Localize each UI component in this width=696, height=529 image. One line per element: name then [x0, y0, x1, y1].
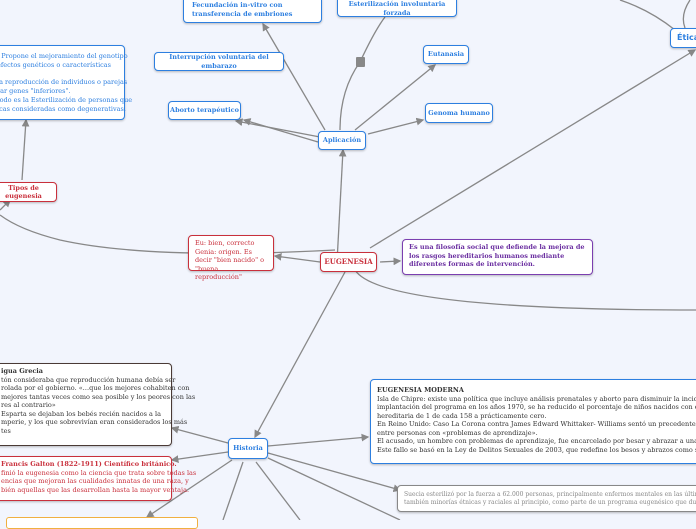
galton-line: bién aquellas que las desarrollan hasta … [1, 485, 190, 494]
moderna-line: El acusado, un hombre con problemas de a… [377, 437, 696, 445]
central-node-eugenesia[interactable]: EUGENESIA [320, 252, 377, 272]
moderna-line: Este fallo se basó en la Ley de Delitos … [377, 445, 696, 454]
moderna-line: hereditaria de 1 de cada 158 a prácticam… [377, 411, 547, 420]
node-eutanasia[interactable]: Eutanasia [423, 45, 469, 64]
grecia-line: tón consideraba que reproducción humana … [1, 375, 176, 384]
collapse-handle[interactable] [356, 57, 365, 67]
aplicacion-label: Aplicación [322, 136, 362, 145]
suecia-line: Suecia esterilizó por la fuerza a 62.000… [404, 491, 696, 498]
definition-node[interactable]: Es una filosofía social que defiende la … [402, 239, 593, 275]
interrupcion-label: Interrupción voluntaria del embarazo [169, 53, 269, 70]
tipos-detail-line [0, 70, 118, 78]
node-genoma[interactable]: Genoma humano [425, 103, 493, 123]
grecia-line: mperie, y los que sobrevivían eran consi… [1, 418, 188, 426]
node-aborto[interactable]: Aborto terapéutico [168, 101, 241, 120]
moderna-line: implantación del programa en los años 19… [377, 403, 696, 411]
tipos-detail-line: la reproducción de individuos o parejas [0, 78, 128, 86]
etica-label: Ética [677, 32, 696, 42]
galton-line: encias que mejoran las cualidades innata… [1, 477, 189, 485]
grecia-line: Esparta se dejaban los bebés recién naci… [1, 409, 161, 418]
tipos-detail-line: todo es la Esterilización de personas qu… [0, 96, 133, 104]
grecia-node[interactable]: igua Grecia tón consideraba que reproduc… [0, 363, 196, 446]
galton-line: finió la eugenesia como la ciencia que t… [1, 468, 197, 477]
moderna-line: entre personas con «problemas de aprendi… [377, 428, 538, 437]
eugenesia-moderna-node[interactable]: EUGENESIA MODERNA Isla de Chipre: existe… [370, 379, 696, 464]
moderna-title: EUGENESIA MODERNA [377, 386, 464, 394]
grecia-line: res al contrario» [1, 401, 56, 409]
tipos-detail-line: rar genes "inferiores". [0, 87, 71, 95]
node-historia[interactable]: Historia [228, 438, 268, 459]
historia-label: Historia [233, 444, 263, 453]
etymology-text: Eu: bien, correcto Genia: origen. Es dec… [195, 239, 265, 281]
fecundacion-label: Fecundación in-vitro con transferencia d… [192, 1, 293, 18]
grecia-title: igua Grecia [1, 367, 43, 375]
galton-title: Francis Galton (1822-1911) Científico br… [1, 460, 177, 468]
esterilizacion-label: Esterilización involuntaria forzada [348, 0, 446, 17]
suecia-node[interactable]: Suecia esterilizó por la fuerza a 62.000… [397, 485, 696, 512]
tipos-detail-line: icas consideradas como degenerativas. [0, 105, 126, 113]
genoma-label: Genoma humano [428, 108, 490, 117]
central-label: EUGENESIA [324, 256, 373, 266]
galton-node[interactable]: Francis Galton (1822-1911) Científico br… [0, 456, 197, 501]
tipos-detail-line: : Propone el mejoramiento del genotipo [0, 52, 128, 60]
aborto-label: Aborto terapéutico [170, 106, 239, 115]
eutanasia-label: Eutanasia [427, 50, 465, 59]
moderna-line: Isla de Chipre: existe una política que … [377, 394, 696, 403]
node-etica[interactable]: Ética [670, 28, 696, 48]
grecia-line: tes [1, 426, 11, 435]
suecia-line: también minorías étnicas y raciales al p… [404, 499, 696, 506]
tipos-detail-line: efectos genéticos o características [0, 61, 111, 69]
node-esterilizacion[interactable]: Esterilización involuntaria forzada [337, 0, 457, 17]
node-aplicacion[interactable]: Aplicación [318, 131, 366, 150]
grecia-line: rolada por el gobierno. «…que los mejore… [1, 384, 190, 392]
node-fecundacion[interactable]: Fecundación in-vitro con transferencia d… [183, 0, 322, 23]
etymology-node[interactable]: Eu: bien, correcto Genia: origen. Es dec… [188, 235, 274, 281]
tipos-label: Tipos de eugenesia [5, 183, 42, 201]
moderna-line: En Reino Unido: Caso La Corona contra Ja… [377, 420, 696, 428]
partial-node-bottom[interactable] [6, 517, 198, 529]
node-tipos-eugenesia[interactable]: Tipos de eugenesia [0, 182, 57, 202]
tipos-detail-node[interactable]: : Propone el mejoramiento del genotipo e… [0, 45, 133, 120]
grecia-line: mejores tantas veces como sea posible y … [1, 392, 196, 401]
definition-text: Es una filosofía social que defiende la … [409, 243, 585, 268]
node-interrupcion[interactable]: Interrupción voluntaria del embarazo [154, 52, 284, 71]
